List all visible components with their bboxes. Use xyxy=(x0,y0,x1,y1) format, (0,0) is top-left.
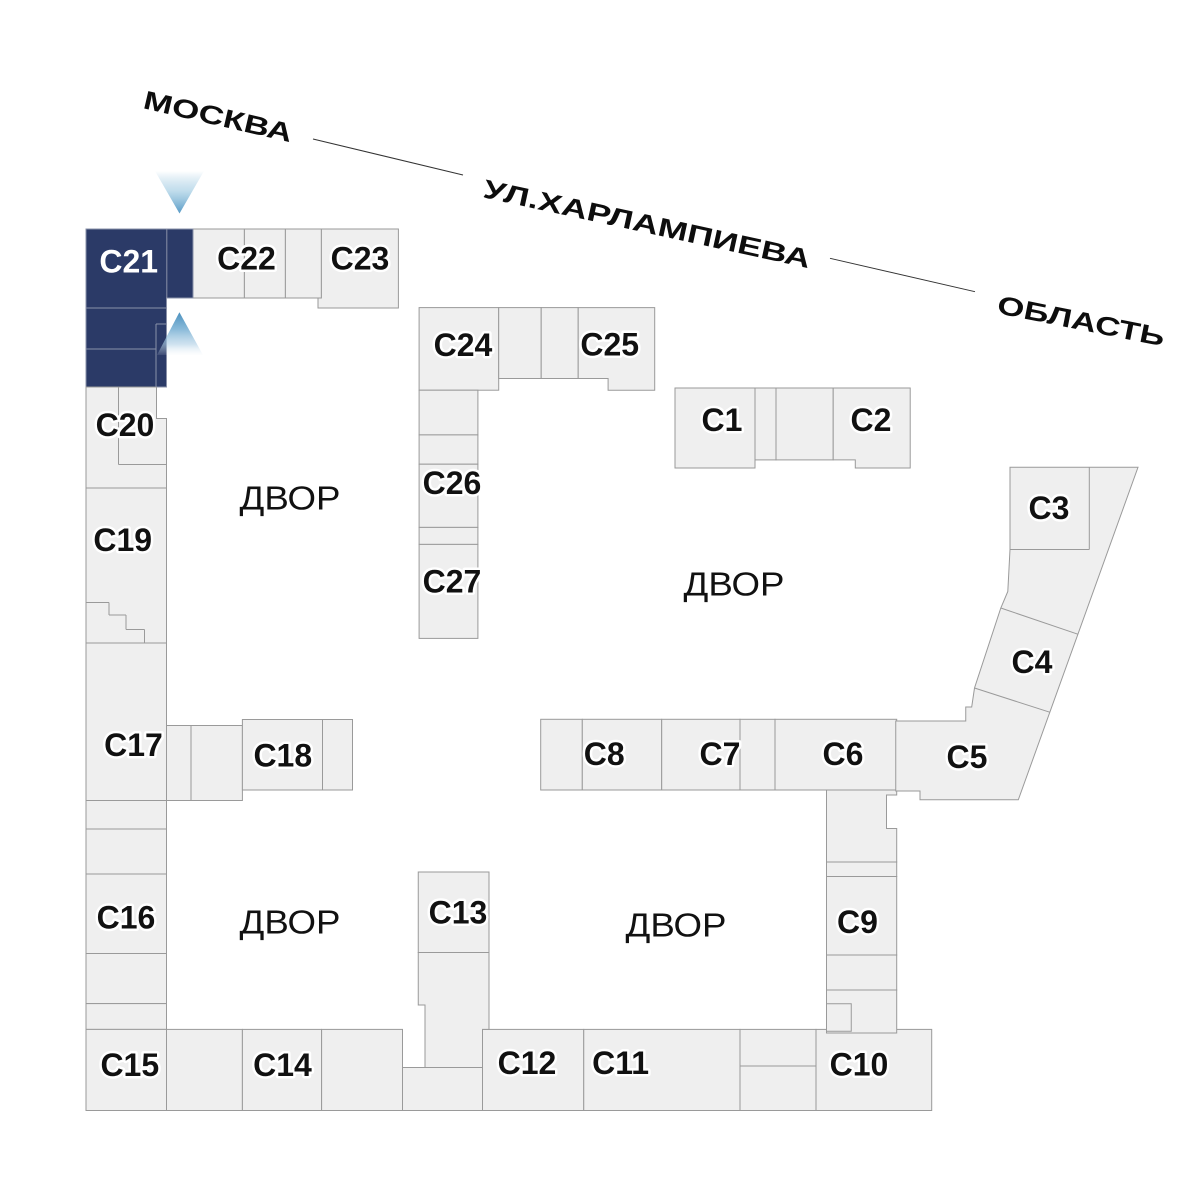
svg-text:С19: С19 xyxy=(93,522,152,558)
svg-text:С21: С21 xyxy=(99,243,158,279)
svg-text:С2: С2 xyxy=(851,402,892,438)
svg-text:С12: С12 xyxy=(498,1045,557,1081)
svg-text:С26: С26 xyxy=(423,465,482,501)
svg-text:С18: С18 xyxy=(253,738,312,774)
svg-text:С13: С13 xyxy=(429,895,488,931)
svg-text:С7: С7 xyxy=(700,736,741,772)
svg-text:ДВОР: ДВОР xyxy=(626,907,727,944)
svg-text:С24: С24 xyxy=(434,327,493,363)
svg-text:С6: С6 xyxy=(823,736,864,772)
svg-text:С15: С15 xyxy=(100,1047,159,1083)
svg-text:С25: С25 xyxy=(580,327,639,363)
svg-text:С17: С17 xyxy=(104,727,163,763)
svg-text:С9: С9 xyxy=(837,904,878,940)
svg-text:С20: С20 xyxy=(96,407,155,443)
svg-text:С11: С11 xyxy=(592,1045,649,1081)
svg-text:ДВОР: ДВОР xyxy=(240,904,341,941)
svg-text:С4: С4 xyxy=(1012,644,1053,680)
svg-text:С8: С8 xyxy=(584,736,625,772)
svg-text:С22: С22 xyxy=(217,241,276,277)
svg-text:С27: С27 xyxy=(423,563,482,599)
svg-text:С5: С5 xyxy=(947,739,988,775)
svg-text:С10: С10 xyxy=(830,1047,889,1083)
svg-text:С16: С16 xyxy=(97,900,156,936)
svg-text:ДВОР: ДВОР xyxy=(240,480,341,517)
svg-text:ДВОР: ДВОР xyxy=(684,566,785,603)
svg-text:С1: С1 xyxy=(702,402,743,438)
svg-text:С14: С14 xyxy=(253,1047,312,1083)
svg-text:С23: С23 xyxy=(331,241,390,277)
svg-text:С3: С3 xyxy=(1029,490,1070,526)
